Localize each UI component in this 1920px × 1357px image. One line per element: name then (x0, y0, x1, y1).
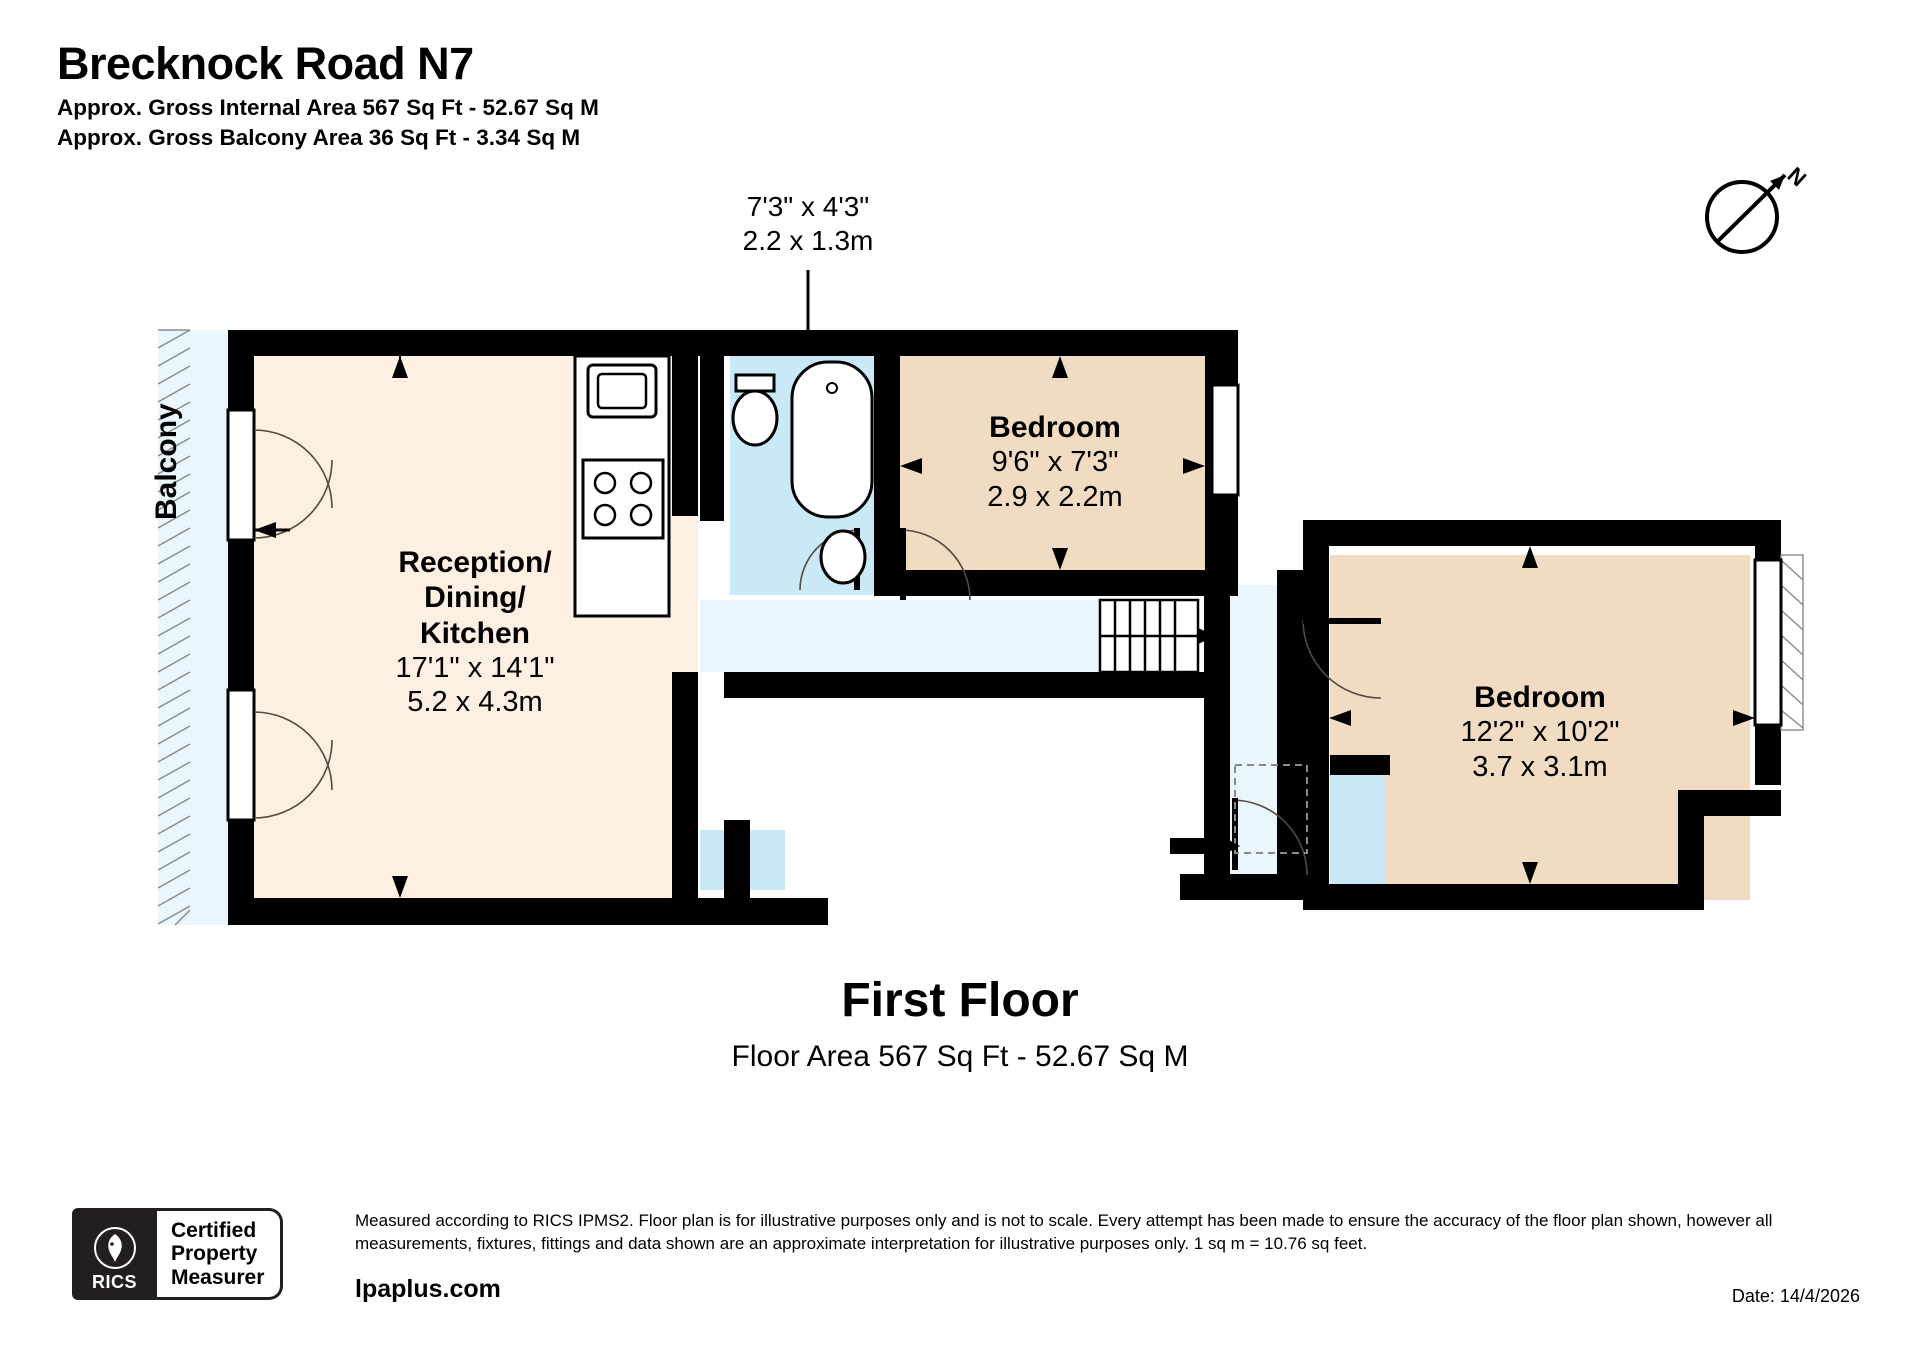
reception-dim-metric: 5.2 x 4.3m (407, 686, 543, 719)
balcony-fill (158, 330, 230, 925)
windows (226, 383, 1783, 822)
bedroom-2-dim-metric: 3.7 x 3.1m (1472, 750, 1608, 783)
basin-icon (819, 529, 867, 585)
cert-line-3: Measurer (171, 1265, 265, 1289)
cupboard-dashed (1234, 764, 1308, 854)
bathroom-dim-imperial: 7'3" x 4'3" (746, 191, 870, 222)
balcony-hatch (157, 329, 191, 926)
balcony-label: Balcony (150, 403, 183, 520)
bathroom-callout: 7'3" x 4'3" 2.2 x 1.3m (708, 190, 908, 257)
floor-area: Floor Area 567 Sq Ft - 52.67 Sq M (731, 1039, 1189, 1073)
stairs-direction-arrow (1198, 628, 1216, 644)
stairs-icon (1098, 598, 1200, 674)
entrance-arrow (1170, 830, 1240, 862)
reception-name-line2: Dining/ (424, 581, 526, 615)
floor-name: First Floor (841, 974, 1079, 1027)
bedroom-1-name: Bedroom (989, 411, 1121, 444)
bedroom-1-dim-metric: 2.9 x 2.2m (987, 480, 1123, 513)
reception-name-line3: Kitchen (419, 616, 530, 650)
bedroom-1-fill (900, 345, 1205, 595)
bathroom-fixtures (731, 360, 874, 585)
bedroom-1-dim-imperial: 9'6" x 7'3" (991, 446, 1119, 479)
rics-cert-text: Certified Property Measurer (157, 1208, 284, 1300)
reception-name-line1: Reception/ (398, 546, 552, 579)
floor-plan-drawing (157, 270, 1804, 926)
bathroom-dim-metric: 2.2 x 1.3m (742, 224, 874, 256)
toilet-icon (731, 389, 779, 447)
walls (228, 330, 1781, 925)
cert-line-2: Property (171, 1242, 258, 1266)
reception-dim-imperial: 17'1" x 14'1" (395, 652, 555, 685)
rics-wordmark: RICS (91, 1272, 137, 1292)
rics-lion-icon (93, 1227, 136, 1269)
room-label-reception: Reception/ Dining/ Kitchen 17'1" x 14'1"… (330, 545, 620, 720)
bedroom-2-dim-imperial: 12'2" x 10'2" (1460, 716, 1620, 749)
plan-date: Date: 14/4/2026 (1731, 1286, 1860, 1306)
hob-icon (581, 458, 665, 540)
compass-icon: N (1690, 155, 1811, 265)
floor-caption: First Floor Floor Area 567 Sq Ft - 52.67… (0, 974, 1920, 1074)
bedroom-2-name: Bedroom (1474, 681, 1606, 714)
kitchen-fixtures (573, 354, 671, 618)
rics-mark: RICS (72, 1208, 157, 1300)
room-label-bedroom-1: Bedroom 9'6" x 7'3" 2.9 x 2.2m (910, 410, 1200, 514)
rics-certified-logo: RICS Certified Property Measurer (72, 1208, 284, 1300)
page-title: Brecknock Road N7 (57, 38, 474, 89)
plan-header: Brecknock Road N7 Approx. Gross Internal… (57, 40, 957, 153)
direction-arrows (254, 356, 1755, 898)
bathtub-icon (790, 360, 874, 519)
ensuite-fill (1330, 770, 1385, 885)
cert-line-1: Certified (171, 1218, 257, 1242)
window-hatch-right (1780, 554, 1804, 731)
internal-area-text: Approx. Gross Internal Area 567 Sq Ft - … (57, 95, 599, 121)
plan-footer: RICS Certified Property Measurer Measure… (0, 1190, 1920, 1320)
disclaimer-text: Measured according to RICS IPMS2. Floor … (355, 1211, 1773, 1253)
balcony-area-text: Approx. Gross Balcony Area 36 Sq Ft - 3.… (57, 124, 581, 150)
site-url[interactable]: lpaplus.com (355, 1275, 501, 1303)
room-label-bedroom-2: Bedroom 12'2" x 10'2" 3.7 x 3.1m (1385, 680, 1695, 784)
